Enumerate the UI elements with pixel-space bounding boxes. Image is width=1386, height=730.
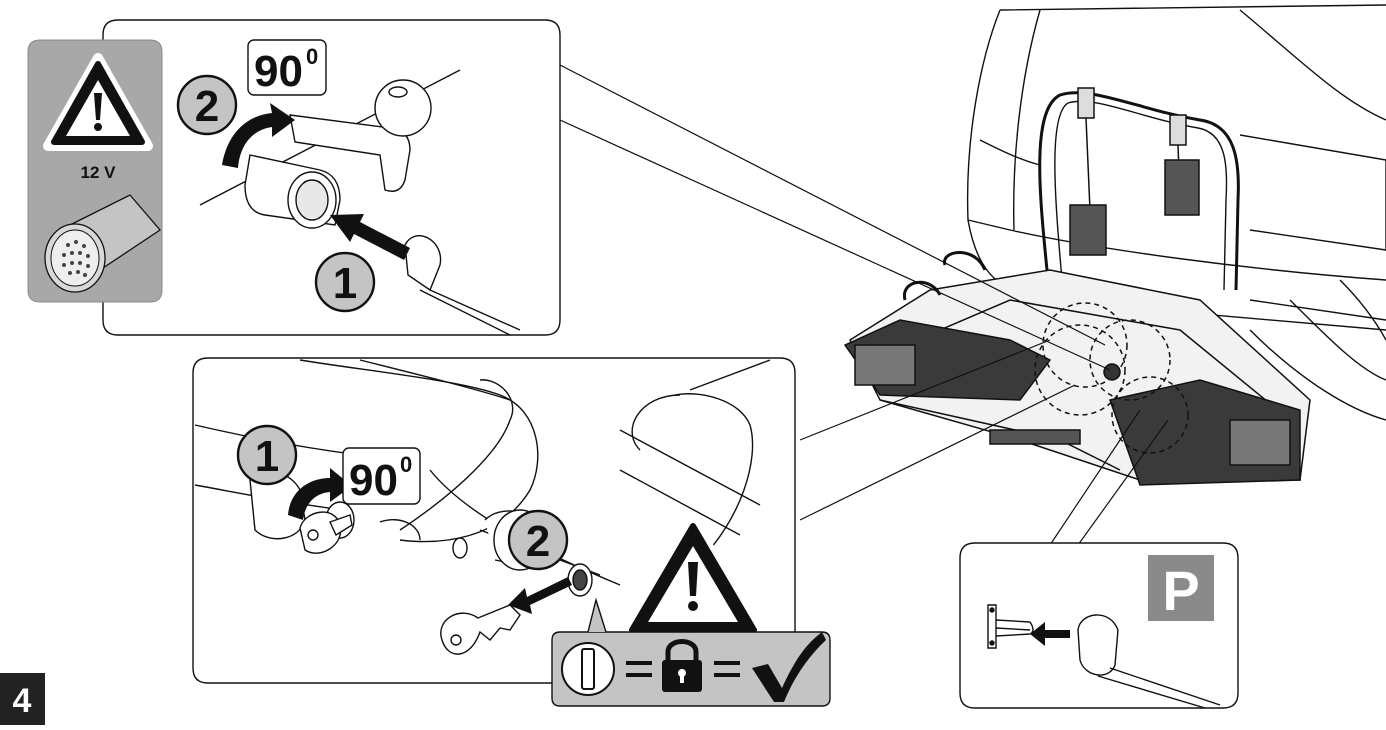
bottom-pull-arrow-icon (508, 577, 572, 614)
bike-carrier-illustration (843, 87, 1311, 486)
bottom-callout-panel: 1 2 90 0 (192, 357, 831, 707)
parking-letter: P (1162, 559, 1199, 622)
bottom-step-1-badge: 1 (236, 424, 298, 486)
rotate-arrow-icon (222, 103, 295, 168)
top-angle-box: 90 0 (247, 39, 327, 96)
figure-number-badge: 4 (0, 673, 45, 725)
socket-connector-icon (44, 194, 161, 293)
car-rear-illustration (966, 4, 1386, 421)
top-callout-panel: 12 V (27, 19, 561, 336)
insert-arrow-icon (330, 214, 410, 260)
checkmark-icon (752, 632, 826, 702)
voltage-warning-panel: 12 V (27, 39, 163, 303)
svg-text:90: 90 (349, 456, 398, 505)
bottom-step-2-badge: 2 (507, 509, 569, 571)
svg-text:1: 1 (255, 432, 279, 481)
bottom-rotate-arrow-icon (288, 468, 352, 520)
parking-arrow-icon (1030, 622, 1070, 646)
svg-text:0: 0 (306, 44, 318, 69)
padlock-icon (662, 639, 702, 692)
parking-plug-illustration (1077, 614, 1221, 709)
svg-text:1: 1 (333, 259, 357, 308)
top-step-2-badge: 2 (176, 74, 238, 136)
parking-hook-icon (987, 604, 1034, 649)
equals-icon (714, 661, 740, 677)
locked-state-legend (551, 597, 831, 707)
equals-icon (626, 661, 652, 677)
svg-text:2: 2 (526, 517, 550, 566)
parking-callout-panel: P (959, 542, 1239, 709)
bottom-angle-box: 90 0 (342, 447, 421, 505)
key-icon (299, 511, 353, 554)
leader-lines (559, 64, 1169, 546)
top-step-1-badge: 1 (314, 251, 376, 313)
towbar-socket-illustration (199, 69, 521, 336)
svg-text:2: 2 (195, 82, 219, 131)
key-slot-vertical-icon (561, 642, 615, 696)
voltage-label: 12 V (81, 163, 117, 182)
svg-text:0: 0 (400, 452, 412, 477)
svg-text:90: 90 (254, 47, 303, 96)
removed-key-icon (440, 604, 521, 655)
warning-triangle-icon (43, 53, 153, 151)
parking-sign-icon: P (1148, 555, 1214, 622)
figure-number: 4 (13, 682, 32, 720)
